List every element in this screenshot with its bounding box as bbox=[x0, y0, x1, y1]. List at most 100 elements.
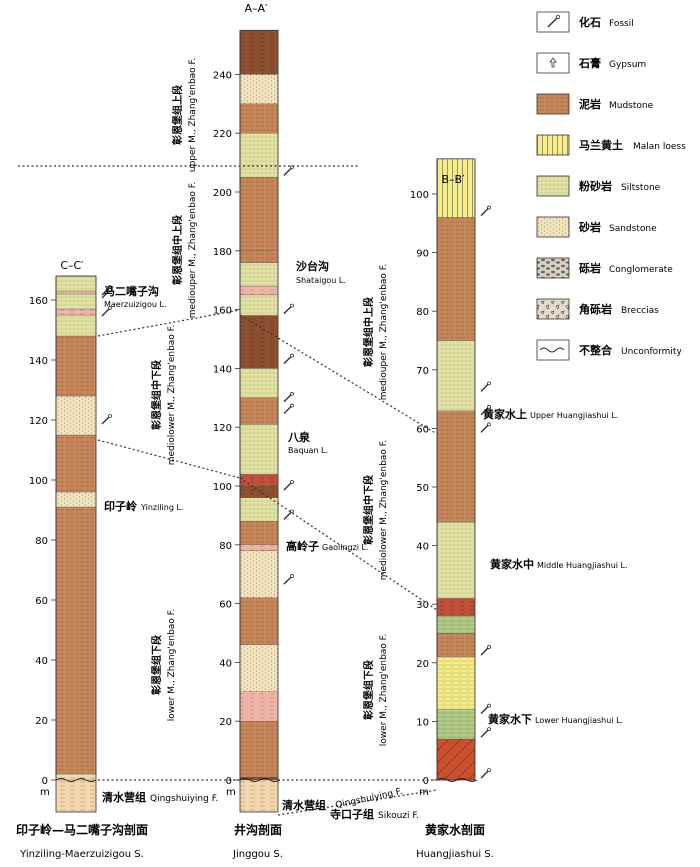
strata-layer bbox=[239, 721, 279, 778]
formation-bb-lower-cn: 彰恩堡组下段 bbox=[362, 660, 375, 720]
legend-label-en: Fossil bbox=[609, 19, 634, 29]
strata-layer bbox=[239, 315, 279, 369]
formation-aa-upper-en: upper M., Zhang'enbao F. bbox=[188, 58, 198, 172]
strata-layer bbox=[239, 368, 279, 398]
legend-label-en: Mudstone bbox=[609, 101, 654, 111]
axis-tick-label: 60 bbox=[219, 600, 232, 611]
section-header-bb: B–B′ bbox=[441, 173, 465, 186]
label-middle-hjs-cn: 黄家水中 bbox=[490, 557, 534, 571]
axis-tick-label: 40 bbox=[416, 542, 429, 553]
strata-layer bbox=[239, 485, 279, 498]
strata-layer bbox=[239, 597, 279, 645]
formation-label-aa-mu: 彰恩堡组中上段 mediouper M., Zhang'enbao F. bbox=[171, 182, 198, 319]
unit-label-cc: m bbox=[40, 787, 50, 798]
strata-layer bbox=[239, 424, 279, 475]
unconformity-line bbox=[436, 778, 478, 782]
fossil-icon bbox=[480, 205, 491, 217]
fossil-icon bbox=[480, 727, 491, 738]
formation-bb-mu-cn: 彰恩堡组中上段 bbox=[362, 297, 375, 367]
formation-aa-ml-en: mediolower M., Zhang'enbao F. bbox=[167, 325, 177, 466]
strata-layer bbox=[239, 397, 279, 425]
fossil-icon bbox=[480, 703, 491, 715]
label-qingshuiying-aa-cn: 清水营组 bbox=[282, 798, 326, 812]
formation-label-aa-lower: 彰恩堡组下段 lower M., Zhang'enbao F. bbox=[150, 609, 177, 722]
legend-label-en: Malan loess bbox=[633, 142, 686, 152]
label-sikouzi-cn: 寺口子组 bbox=[330, 807, 374, 821]
conglomerate-icon bbox=[536, 257, 570, 279]
strata-layer bbox=[239, 497, 279, 522]
axis-tick-label: 70 bbox=[416, 366, 429, 377]
label-qingshuiying-cc-en: Qingshuiying F. bbox=[150, 794, 218, 804]
strata-layer bbox=[55, 275, 97, 292]
mudstone-icon bbox=[536, 93, 570, 115]
section-header-aa: A–A′ bbox=[244, 2, 268, 15]
strata-layer bbox=[436, 633, 476, 658]
label-gaolingzi-en: Gaolingzi L. bbox=[322, 543, 369, 552]
unconformity-line bbox=[239, 778, 281, 782]
formation-aa-ml-cn: 彰恩堡组中下段 bbox=[150, 360, 163, 430]
legend-label-cn: 化石 bbox=[579, 15, 601, 29]
label-lower-hjs-cn: 黄家水下 bbox=[488, 712, 532, 726]
strata-layer bbox=[239, 691, 279, 722]
axis-tick-label: 160 bbox=[213, 306, 232, 317]
strata-layer bbox=[239, 544, 279, 551]
axis-tick-label: 120 bbox=[29, 416, 48, 427]
axis-tick-label: 0 bbox=[42, 776, 48, 787]
axis-tick-label: 90 bbox=[416, 249, 429, 260]
strata-layer bbox=[55, 293, 97, 310]
strata-layer bbox=[436, 522, 476, 599]
formation-label-bb-mu: 彰恩堡组中上段 mediouper M., Zhang'enbao F. bbox=[362, 264, 389, 401]
formation-label-aa-upper: 彰恩堡组上段 upper M., Zhang'enbao F. bbox=[171, 58, 198, 172]
axis-tick-label: 200 bbox=[213, 188, 232, 199]
axis-tick-label: 100 bbox=[213, 482, 232, 493]
section-name-bb-cn: 黄家水剖面 bbox=[425, 822, 485, 837]
legend-label-en: Sandstone bbox=[609, 224, 657, 234]
axis-tick-label: 140 bbox=[29, 356, 48, 367]
axis-tick-label: 80 bbox=[219, 541, 232, 552]
fossil-icon bbox=[101, 285, 112, 296]
label-shataigou-cn: 沙台沟 bbox=[296, 259, 329, 273]
strata-layer bbox=[55, 434, 97, 493]
fossil-icon bbox=[283, 303, 294, 315]
label-upper-hjs-cn: 黄家水上 bbox=[483, 407, 527, 421]
axis-tick-label: 80 bbox=[416, 307, 429, 318]
strata-layer bbox=[239, 474, 279, 487]
strata-layer bbox=[436, 598, 476, 617]
strata-layer bbox=[239, 103, 279, 134]
breccias-icon bbox=[536, 298, 570, 320]
strata-layer bbox=[239, 30, 279, 75]
strata-layer bbox=[239, 262, 279, 287]
strata-layer bbox=[239, 521, 279, 545]
axis-tick-label: 20 bbox=[416, 659, 429, 670]
strata-layer bbox=[436, 738, 476, 781]
legend-label-cn: 粉砂岩 bbox=[579, 179, 612, 193]
legend-label-cn: 角砾岩 bbox=[579, 302, 612, 316]
axis-tick-label: 50 bbox=[416, 483, 429, 494]
correlation-line bbox=[97, 439, 241, 479]
label-shataigou-en: Shataigou L. bbox=[296, 276, 346, 285]
formation-aa-mu-en: mediouper M., Zhang'enbao F. bbox=[188, 182, 198, 319]
formation-label-bb-lower: 彰恩堡组下段 lower M., Zhang'enbao F. bbox=[362, 634, 389, 747]
axis-tick-label: 220 bbox=[213, 129, 232, 140]
axis-tick-label: 20 bbox=[219, 717, 232, 728]
axis-tick-label: 140 bbox=[213, 364, 232, 375]
fossil-icon bbox=[283, 353, 294, 365]
formation-bb-lower-en: lower M., Zhang'enbao F. bbox=[379, 634, 389, 747]
strata-layer bbox=[239, 294, 279, 316]
label-middle-hjs-en: Middle Huangjiashui L. bbox=[537, 561, 628, 570]
fossil-icon bbox=[480, 381, 491, 392]
label-baquan-en: Baquan L. bbox=[288, 446, 328, 455]
